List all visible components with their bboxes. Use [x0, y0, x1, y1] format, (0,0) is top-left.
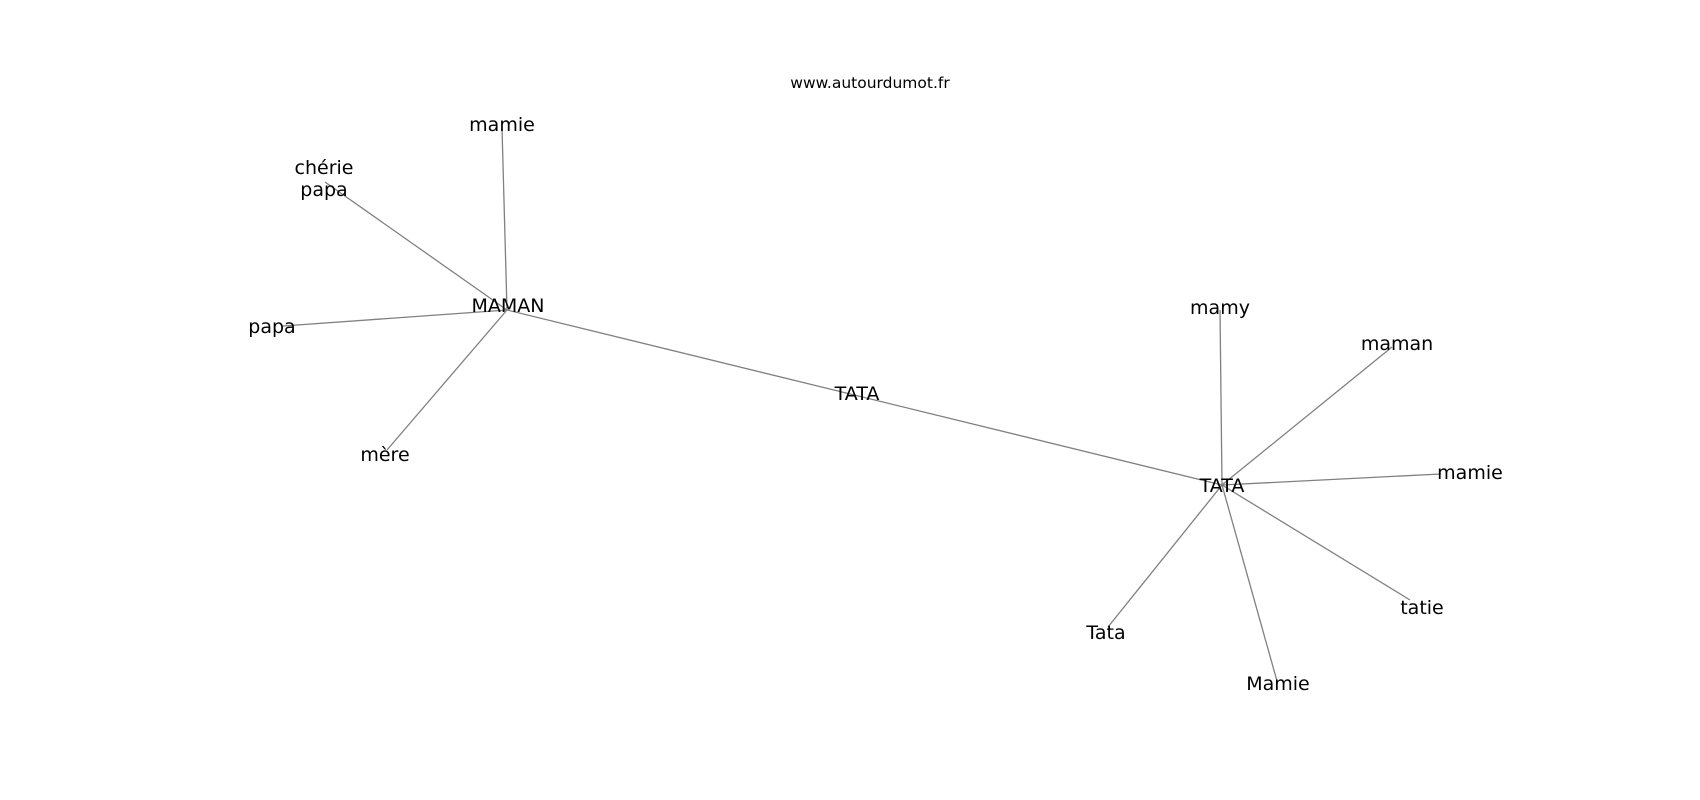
node-label-mamie-right: mamie — [1437, 462, 1503, 484]
node-label-mamie-cap: Mamie — [1246, 673, 1310, 695]
node-label-maman-center: MAMAN — [472, 295, 545, 317]
edge-tata_center-mamie_right — [1221, 473, 1442, 486]
node-label-mamy: mamy — [1190, 297, 1250, 319]
edge-tata_center-tata_cap — [1107, 484, 1223, 628]
node-label-papa: papa — [248, 316, 295, 338]
edge-layer — [282, 127, 1442, 682]
edge-maman_center-tata_center — [506, 309, 1223, 486]
node-label-mere: mère — [360, 444, 409, 466]
node-label-mamie-top: mamie — [469, 114, 535, 136]
node-label-tata-center: TATA — [1199, 475, 1245, 497]
edge-tata_center-mamie_cap — [1221, 484, 1278, 682]
edge-tata_center-maman — [1221, 346, 1393, 486]
node-label-tatie: tatie — [1400, 597, 1444, 619]
source-credit: www.autourdumot.fr — [790, 74, 950, 92]
node-label-cherie-papa: chérie — [295, 157, 354, 179]
edge-maman_center-papa — [282, 309, 508, 327]
edge-maman_center-mere — [386, 309, 508, 451]
node-label-cherie-papa-line2: papa — [300, 179, 347, 201]
edge-maman_center-cherie_papa — [324, 181, 508, 311]
edge-tata_center-tatie — [1221, 484, 1411, 601]
edge-tata_center-mamy — [1219, 309, 1223, 486]
node-label-tata-cap: Tata — [1085, 622, 1125, 644]
node-label-maman: maman — [1361, 333, 1433, 355]
label-layer: www.autourdumot.fr MAMAN TATA TATA mamie ché… — [248, 74, 1503, 695]
edge-maman_center-mamie_top — [501, 127, 508, 311]
node-label-tata-mid: TATA — [834, 383, 880, 405]
